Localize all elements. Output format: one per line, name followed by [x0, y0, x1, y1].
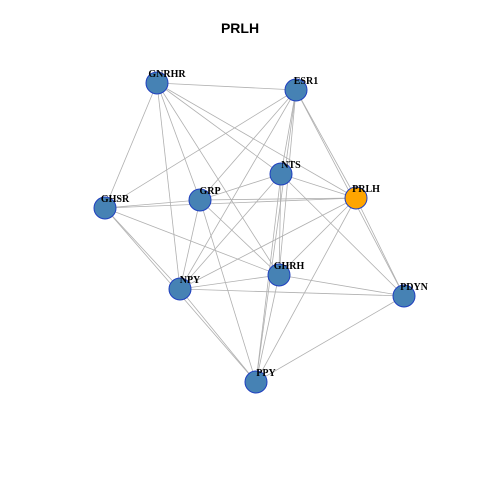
node-label-pdyn: PDYN: [400, 282, 429, 293]
edge-grp-ghrh: [199, 199, 280, 276]
edge-gnrhr-nts: [156, 82, 282, 175]
edge-npy-ppy: [179, 288, 257, 383]
edge-esr1-prlh: [295, 89, 357, 199]
edge-grp-npy: [179, 199, 201, 290]
node-ppy[interactable]: [244, 370, 268, 394]
edge-gnrhr-esr1: [156, 82, 297, 91]
edge-prlh-ghrh: [278, 197, 357, 276]
node-gnrhr[interactable]: [145, 71, 169, 95]
node-label-gnrhr: GNRHR: [148, 69, 186, 80]
node-pdyn[interactable]: [392, 284, 416, 308]
edge-esr1-ghsr: [104, 89, 297, 209]
node-label-npy: NPY: [180, 275, 201, 286]
edge-esr1-npy: [179, 89, 297, 290]
edge-nts-pdyn: [280, 173, 405, 297]
edge-nts-grp: [199, 173, 282, 201]
edge-gnrhr-grp: [156, 82, 201, 201]
node-grp[interactable]: [188, 188, 212, 212]
edges-layer: [104, 82, 405, 383]
edge-ghsr-npy: [104, 207, 181, 290]
edge-ghsr-grp: [104, 199, 201, 209]
edge-grp-ppy: [199, 199, 257, 383]
edge-ghsr-ghrh: [104, 207, 280, 276]
node-label-ghrh: GHRH: [274, 261, 305, 272]
edge-gnrhr-prlh: [156, 82, 357, 199]
node-ghsr[interactable]: [93, 196, 117, 220]
edge-gnrhr-npy: [156, 82, 181, 290]
edge-nts-prlh: [280, 173, 357, 199]
node-label-esr1: ESR1: [294, 76, 318, 87]
node-esr1[interactable]: [284, 78, 308, 102]
edge-prlh-pdyn: [355, 197, 405, 297]
edge-nts-ghrh: [278, 173, 282, 276]
node-nts[interactable]: [269, 162, 293, 186]
node-prlh[interactable]: [344, 186, 368, 210]
edge-prlh-grp: [199, 197, 357, 201]
graph-title: PRLH: [220, 20, 260, 36]
edge-ghrh-ppy: [255, 274, 280, 383]
edge-prlh-ghsr: [104, 197, 357, 209]
edge-esr1-nts: [280, 89, 297, 175]
edge-pdyn-ppy: [255, 295, 405, 383]
edge-prlh-ppy: [255, 197, 357, 383]
node-label-prlh: PRLH: [352, 184, 380, 195]
edge-gnrhr-ghsr: [104, 82, 158, 209]
edge-ghrh-npy: [179, 274, 280, 290]
node-label-ghsr: GHSR: [101, 194, 130, 205]
node-label-ppy: PPY: [256, 368, 276, 379]
edge-nts-npy: [179, 173, 282, 290]
node-ghrh[interactable]: [267, 263, 291, 287]
edge-ghrh-pdyn: [278, 274, 405, 297]
node-label-nts: NTS: [281, 160, 301, 171]
edge-prlh-npy: [179, 197, 357, 290]
nodes-layer: [93, 71, 416, 394]
node-label-grp: GRP: [199, 186, 220, 197]
edge-npy-pdyn: [179, 288, 405, 297]
node-npy[interactable]: [168, 277, 192, 301]
edge-esr1-ppy: [255, 89, 297, 383]
edge-esr1-grp: [199, 89, 297, 201]
